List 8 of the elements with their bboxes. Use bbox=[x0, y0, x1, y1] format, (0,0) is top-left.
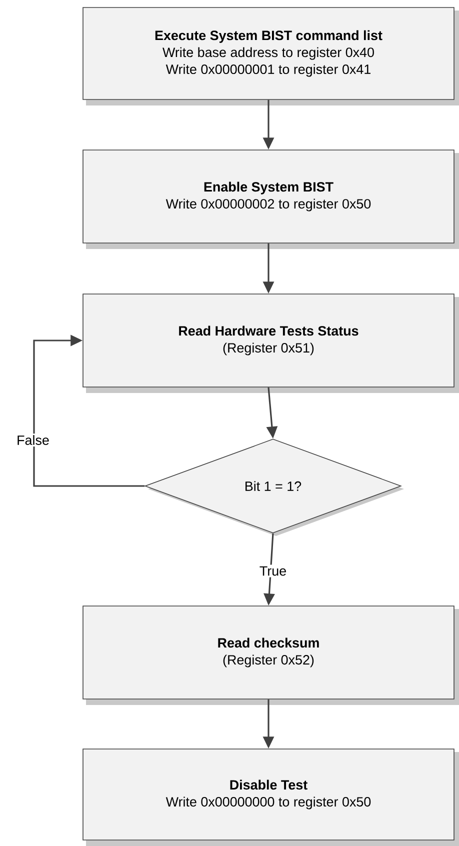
process-box: Disable Test Write 0x00000000 to register 0x50 bbox=[82, 748, 459, 846]
process-box: Read Hardware Tests Status (Register 0x51) bbox=[82, 294, 459, 393]
arrow bbox=[33, 334, 145, 487]
edge-label: False bbox=[15, 434, 51, 446]
process-box: Execute System BIST command list Write base address to register 0x40 Write 0x00000001 to register 0x41 bbox=[82, 7, 459, 106]
process-box: Read checksum (Register 0x52) bbox=[82, 606, 459, 705]
edge-label: True bbox=[258, 564, 288, 578]
process-box: Enable System BIST Write 0x00000002 to register 0x50 bbox=[82, 150, 459, 249]
